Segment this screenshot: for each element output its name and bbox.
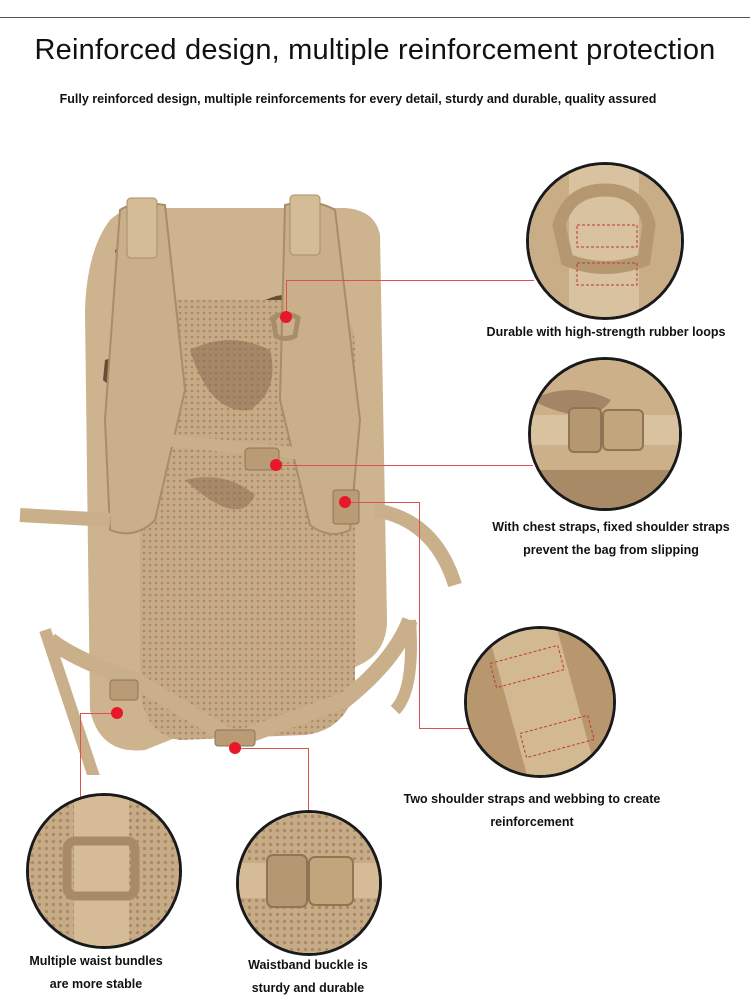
leader-shoulder-h1	[345, 502, 419, 503]
caption-shoulder-webbing-line1: Two shoulder straps and webbing to creat…	[403, 792, 661, 806]
caption-chest-straps: With chest straps, fixed shoulder straps…	[466, 516, 750, 562]
leader-waist-bundles-v	[80, 713, 81, 818]
marker-shoulder-webbing	[339, 496, 351, 508]
leader-shoulder-h2	[419, 728, 469, 729]
detail-circle-shoulder-webbing	[464, 626, 616, 778]
leader-waist-buckle-v	[308, 748, 309, 813]
caption-waist-buckle-line2: sturdy and durable	[251, 981, 365, 995]
caption-chest-straps-line1: With chest straps, fixed shoulder straps	[492, 520, 730, 534]
detail-circle-chest-straps	[528, 357, 682, 511]
marker-chest-straps	[270, 459, 282, 471]
caption-waist-buckle: Waistband buckle is sturdy and durable	[222, 954, 394, 1000]
leader-rubber-loops-h	[286, 280, 534, 281]
detail-circle-waist-buckle	[236, 810, 382, 956]
leader-rubber-loops-v	[286, 280, 287, 318]
marker-waist-bundles	[111, 707, 123, 719]
caption-waist-buckle-line1: Waistband buckle is	[248, 958, 368, 972]
caption-waist-bundles: Multiple waist bundles are more stable	[12, 950, 180, 996]
leader-waist-bundles-h	[80, 713, 118, 714]
leader-chest-straps	[278, 465, 533, 466]
leader-shoulder-v	[419, 502, 420, 728]
detail-circle-waist-bundles	[26, 793, 182, 949]
caption-shoulder-webbing-line2: reinforcement	[490, 815, 574, 829]
caption-waist-bundles-line1: Multiple waist bundles	[29, 954, 163, 968]
caption-shoulder-webbing: Two shoulder straps and webbing to creat…	[390, 788, 674, 834]
marker-waist-buckle	[229, 742, 241, 754]
detail-circle-rubber-loops	[526, 162, 684, 320]
top-divider	[0, 17, 750, 18]
leader-waist-buckle-h	[236, 748, 308, 749]
marker-rubber-loops	[280, 311, 292, 323]
page-subtitle: Fully reinforced design, multiple reinfo…	[59, 92, 657, 106]
backpack-image	[19, 194, 462, 775]
caption-chest-straps-line2: prevent the bag from slipping	[523, 543, 699, 557]
page-title: Reinforced design, multiple reinforcemen…	[34, 34, 716, 66]
caption-rubber-loops: Durable with high-strength rubber loops	[486, 325, 726, 339]
caption-waist-bundles-line2: are more stable	[49, 977, 143, 991]
